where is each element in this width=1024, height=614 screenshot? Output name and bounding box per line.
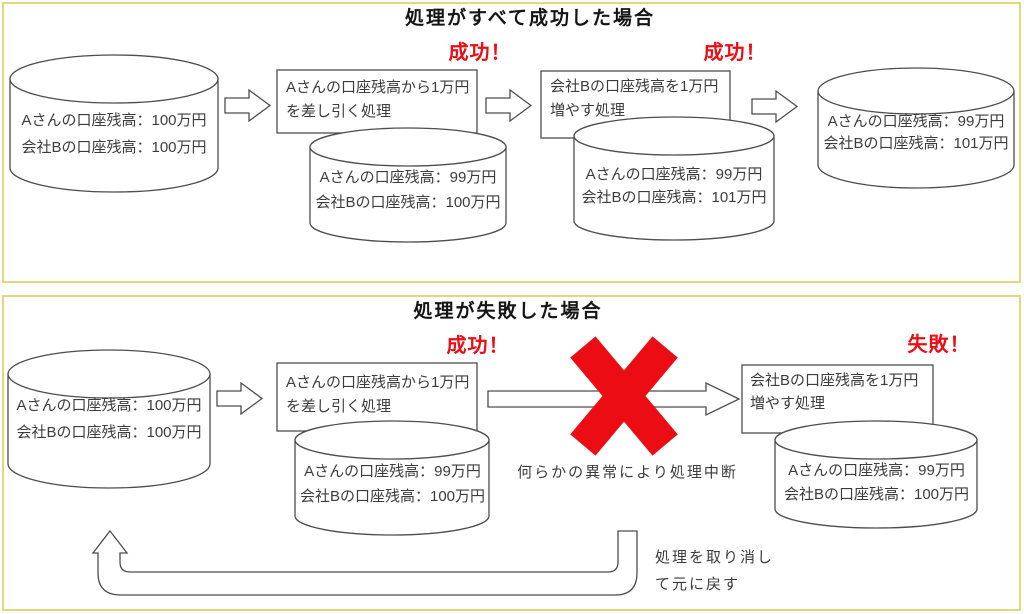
database-cylinder	[294, 420, 490, 536]
db-after-failure-line2: 会社Bの口座残高：100万円	[783, 486, 970, 503]
db-after-debit-line1: Aさんの口座残高：99万円	[319, 169, 497, 186]
rollback-note-line1: 処理を取り消し	[655, 549, 775, 566]
error-cross-icon	[570, 336, 678, 456]
database-cylinder	[7, 349, 211, 489]
status-badge-failure: 失敗！	[907, 334, 971, 356]
database-cylinder	[573, 116, 775, 241]
status-badge-success: 成功！	[448, 42, 512, 64]
db-final-line2: 会社Bの口座残高：101万円	[823, 135, 1009, 152]
flow-arrow-icon	[216, 381, 264, 416]
process-box	[276, 69, 478, 134]
db-final-line1: Aさんの口座残高：99万円	[827, 113, 1005, 130]
flow-arrow-icon	[485, 88, 533, 123]
process-box	[276, 362, 478, 432]
rollback-note-line2: て元に戻す	[655, 576, 741, 593]
db-initial-balance-line1: Aさんの口座残高：100万円	[16, 397, 202, 414]
database-cylinder	[9, 54, 219, 193]
process-credit-label-line2: 増やす処理	[550, 102, 626, 119]
status-badge-success: 成功！	[446, 335, 510, 357]
db-after-credit-line2: 会社Bの口座残高：101万円	[581, 189, 767, 206]
flow-arrow-icon	[224, 88, 272, 123]
process-credit-label-line2: 増やす処理	[750, 395, 826, 412]
database-cylinder	[817, 67, 1015, 189]
db-after-debit-line1: Aさんの口座残高：99万円	[304, 463, 481, 480]
flow-arrow-icon	[751, 89, 799, 124]
status-badge-success: 成功！	[703, 42, 767, 64]
db-initial-balance-line1: Aさんの口座残高：100万円	[21, 112, 207, 129]
process-credit-label-line1: 会社Bの口座残高を1万円	[750, 372, 919, 389]
db-after-credit-line1: Aさんの口座残高：99万円	[585, 166, 763, 183]
database-cylinder	[309, 127, 507, 243]
db-initial-balance-line2: 会社Bの口座残高：100万円	[16, 424, 202, 441]
db-after-failure-line1: Aさんの口座残高：99万円	[788, 462, 965, 479]
process-debit-label-line1: Aさんの口座残高から1万円	[286, 374, 470, 391]
success-panel-title: 処理がすべて成功した場合	[405, 8, 655, 29]
process-debit-label-line1: Aさんの口座残高から1万円	[286, 79, 470, 96]
db-after-debit-line2: 会社Bの口座残高：100万円	[315, 194, 501, 211]
rollback-arrow-icon	[91, 529, 638, 596]
interrupt-note: 何らかの異常により処理中断	[517, 464, 738, 481]
process-debit-label-line2: を差し引く処理	[286, 103, 392, 120]
db-after-debit-line2: 会社Bの口座残高：100万円	[299, 488, 486, 505]
process-credit-label-line1: 会社Bの口座残高を1万円	[550, 78, 719, 95]
failure-panel-title: 処理が失敗した場合	[413, 301, 603, 322]
db-initial-balance-line2: 会社Bの口座残高：100万円	[21, 139, 207, 156]
database-cylinder	[774, 420, 978, 529]
process-debit-label-line2: を差し引く処理	[286, 398, 392, 415]
